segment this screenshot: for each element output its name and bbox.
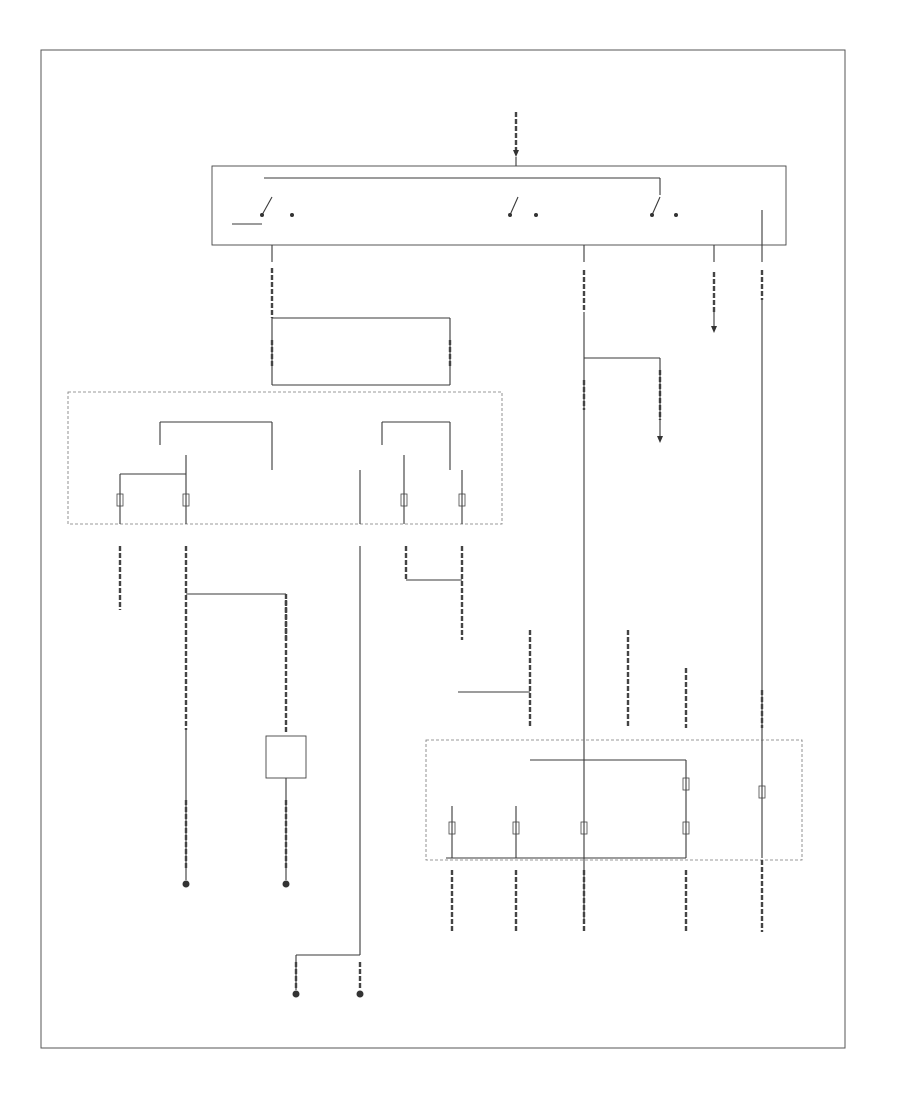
ground-terminal — [282, 880, 290, 888]
switch-contact-1 — [232, 196, 294, 225]
relay-fuse-block — [67, 391, 503, 525]
connector-arrow — [513, 150, 519, 157]
fuse — [182, 493, 190, 507]
diagram-frame — [40, 49, 846, 1049]
fuse — [682, 777, 690, 791]
fuse — [458, 493, 466, 507]
fuse — [682, 821, 690, 835]
ground-terminal — [292, 990, 300, 998]
ground-terminal — [182, 880, 190, 888]
right-fuse-block — [425, 739, 803, 861]
ground-terminal — [356, 990, 364, 998]
fuse — [512, 821, 520, 835]
fuse — [400, 493, 408, 507]
connector-arrow — [711, 326, 717, 333]
mid-fuse-box — [265, 735, 307, 779]
switch-contact-2 — [508, 196, 538, 217]
switch-contact-3 — [650, 196, 678, 217]
fuse — [580, 821, 588, 835]
fuse — [116, 493, 124, 507]
fuse — [448, 821, 456, 835]
connector-arrow — [657, 436, 663, 443]
ignition-switch-box — [211, 165, 787, 246]
fuse — [758, 785, 766, 799]
